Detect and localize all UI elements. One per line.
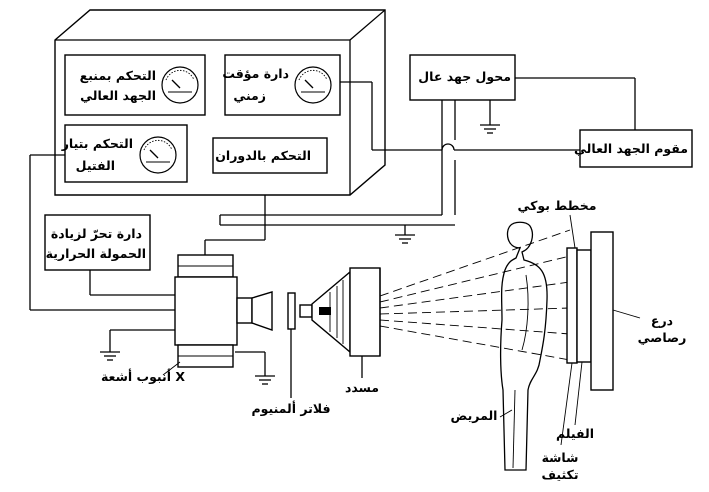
screen-label-line2: تكثيف [541,467,578,482]
filament-control-panel: التحكم بتيار الفتيل [61,124,188,183]
filament-control-label-line2: الفتيل [76,158,115,173]
aluminum-filter [287,292,296,398]
timer-meter-icon [294,66,332,104]
hv-source-control-label-line2: الجهد العالي [80,88,156,103]
heat-load-circuit-box: دارة تحرّ لزيادة الحمولة الحرارية [44,214,151,271]
timer-label-line1: دارة مؤقت [222,66,289,81]
timer-panel: دارة مؤقت زمني [222,54,341,116]
filament-meter-icon [139,136,177,174]
lead-shield-label-line2: رصاصي [638,330,687,345]
film-label: الفيلم [556,426,594,441]
rotation-control-panel: التحكم بالدوران [212,137,328,174]
filament-control-label-line1: التحكم بتيار [61,136,133,151]
xray-beam [379,229,571,361]
collimator-label: مسدد [345,380,379,395]
patient-figure [499,221,548,471]
hv-meter-icon [161,66,199,104]
rotation-control-label: التحكم بالدوران [215,148,311,163]
bucky-grid-label: مخطط بوكي [517,198,596,213]
heat-load-label-line2: الحمولة الحرارية [46,246,146,261]
screen-label-line1: شاشة [542,450,579,465]
collimator [299,267,381,378]
xray-tube [174,254,273,368]
lead-shield-label-line1: درع [651,313,673,328]
hv-transformer-box: محول جهد عال [409,54,516,101]
wiring [29,77,636,385]
xray-tube-label: أنبوب أشعة X [101,368,185,384]
hv-rectifier-box: مقوم الجهد العالي [574,129,693,168]
hv-source-control-panel: التحكم بمنبع الجهد العالي [64,54,206,116]
aluminum-filter-label: فلاتر ألمنيوم [251,400,330,417]
timer-label-line2: زمني [233,88,266,103]
xray-tube-leader [162,361,181,376]
heat-load-label-line1: دارة تحرّ لزيادة [51,226,142,241]
patient-leader [499,409,513,418]
patient-label: المريض [451,408,498,423]
image-receptor-stack [560,214,641,446]
hv-transformer-label: محول جهد عال [418,69,511,84]
hv-source-control-label-line1: التحكم بمنبع [80,68,156,83]
hv-rectifier-label: مقوم الجهد العالي [574,141,688,157]
